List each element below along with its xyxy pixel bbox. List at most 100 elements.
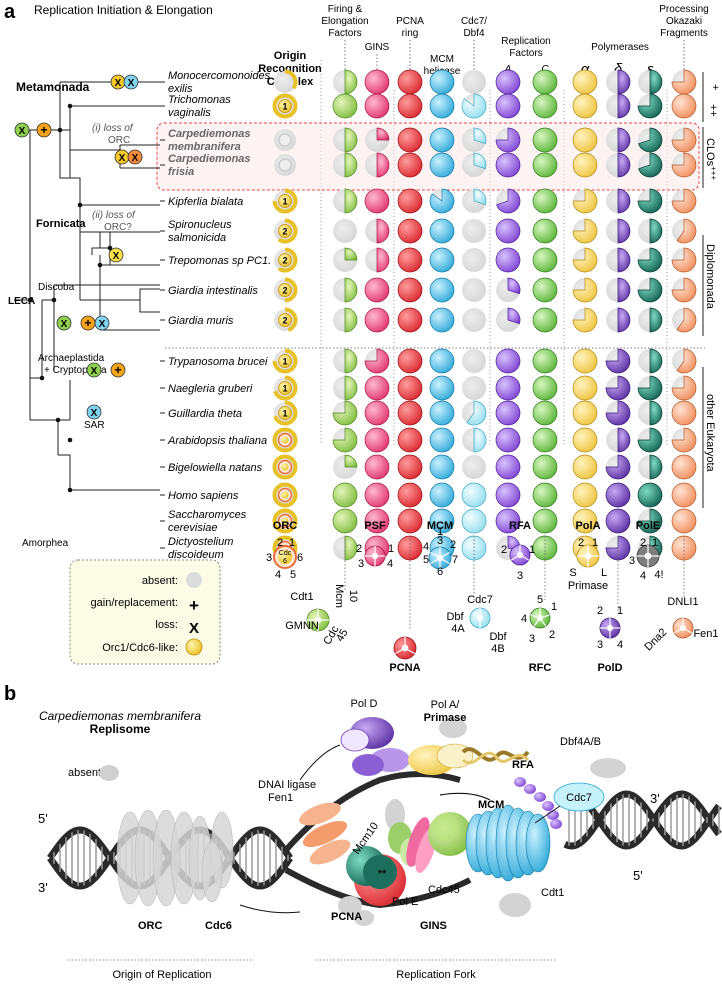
alpha-cell: [572, 482, 598, 508]
label-dbf: Dbf4A/B: [560, 736, 601, 748]
loss-marker: X: [123, 74, 139, 90]
pcna-cell: [397, 482, 423, 508]
subunit-leaders: [344, 536, 685, 630]
header-epsilon: ε: [647, 61, 654, 78]
header-orc-2: Recognition: [258, 63, 322, 75]
fef-cell: [333, 348, 358, 374]
fef-cell: [333, 307, 358, 333]
fef-cell: [333, 375, 358, 401]
species-name: Dictyostelium: [168, 536, 233, 548]
alpha-cell: [572, 400, 598, 426]
gins-cell: [364, 348, 390, 374]
header-alpha: α: [581, 61, 590, 78]
species-name: Saccharomyces: [168, 509, 247, 521]
mcm-cell: [429, 427, 455, 453]
marker-symbol: X: [99, 319, 106, 330]
complex-pola: PolA: [575, 520, 600, 532]
species-name: Homo sapiens: [168, 490, 239, 502]
cdc7-cell: [461, 508, 487, 534]
cdc7-cell: [462, 427, 487, 453]
rfa-cell: [495, 454, 521, 480]
subunit-ring: [393, 636, 417, 660]
loss-marker: X: [127, 149, 143, 165]
header-pcna-1: PCNA: [396, 16, 424, 27]
cdc7-cell: [462, 278, 486, 302]
subunit-label: 3: [517, 570, 523, 582]
species-name: Kipferlia bialata: [168, 196, 243, 208]
orc-complex-absent: [116, 809, 212, 907]
header-rf-2: Factors: [509, 48, 542, 59]
subunit-ring: [636, 544, 660, 568]
loss-marker: X: [86, 404, 102, 420]
subunit-label: 1: [529, 544, 535, 556]
subunit-label: 2: [277, 537, 283, 549]
gins-cell: [364, 277, 390, 303]
label-other-eukaryota: other Eukaryota: [704, 394, 716, 473]
delta-cell: [606, 277, 631, 303]
delta-cell: [605, 375, 631, 401]
ligase-fen1: [299, 802, 351, 865]
subunit-label: S: [569, 567, 576, 579]
orc-cell: [272, 427, 298, 453]
alpha-cell: [572, 93, 598, 119]
mcm-cell: [429, 454, 455, 480]
gins-cell: [365, 152, 390, 178]
subunit-label: Dbf: [446, 611, 464, 623]
gins-cell: [365, 127, 390, 152]
okazaki-cell: [672, 307, 697, 333]
header-fef-3: Factors: [328, 28, 361, 39]
subunit-label: 3: [629, 555, 635, 567]
loss-marker: X: [108, 247, 124, 263]
species-name: Giardia intestinalis: [168, 285, 258, 297]
marker-symbol: X: [91, 366, 98, 377]
header-fef-1: Firing &: [328, 4, 363, 15]
alpha-cell: [572, 277, 598, 303]
label-cdc6: Cdc6: [205, 920, 232, 932]
legend-loss-symbol: X: [189, 620, 199, 637]
rfa-bead: [550, 819, 562, 829]
okazaki-cell: [671, 277, 697, 303]
label-pole: Pol E: [392, 896, 418, 908]
marker-symbol: +: [84, 316, 91, 330]
subunit-label: 4: [423, 541, 429, 553]
epsilon-cell: [638, 152, 663, 178]
orc-count: 2: [282, 256, 287, 266]
rfa-cell: [495, 218, 521, 244]
cdc45-shape: [428, 812, 472, 856]
complex-orc: ORC: [273, 520, 298, 532]
okazaki-cell: [671, 247, 697, 273]
label-plus: +: [709, 84, 721, 90]
loss-orc2-label-2: ORC?: [104, 222, 132, 233]
label-rfa: RFA: [512, 759, 534, 771]
label-cdc45: Cdc45: [428, 884, 460, 896]
delta-cell: [605, 348, 631, 374]
cdc7-cell: [461, 482, 487, 508]
fef-cell: [333, 277, 358, 303]
subunit-label: 3: [358, 558, 364, 570]
pcna-cell: [397, 375, 423, 401]
epsilon-cell: [638, 348, 663, 374]
cdc7-cell: [461, 93, 487, 119]
alpha-cell: [572, 247, 598, 273]
orc-count: 1: [282, 409, 287, 419]
subunit-label: 1: [617, 605, 623, 617]
header-fef-2: Elongation: [321, 16, 368, 27]
label-clos-text: CLOs: [704, 138, 716, 167]
marker-symbol: X: [19, 126, 26, 137]
header-pol: Polymerases: [591, 42, 649, 53]
epsilon-cell: [638, 69, 663, 95]
subunit-label: 1: [551, 601, 557, 613]
orc-cell: [272, 508, 298, 534]
species-name: Trypanosoma brucei: [168, 356, 268, 368]
subunit-label: 4B: [491, 643, 504, 655]
orc-cell: 1: [272, 348, 298, 374]
pola-shape: [408, 743, 530, 775]
gins-cell: [364, 427, 390, 453]
tree-node: [51, 297, 57, 303]
legend-absent: absent:: [142, 575, 178, 587]
subunit-ring: [672, 617, 694, 639]
species-name: Carpediemonas: [168, 128, 251, 140]
delta-cell: [606, 427, 631, 453]
